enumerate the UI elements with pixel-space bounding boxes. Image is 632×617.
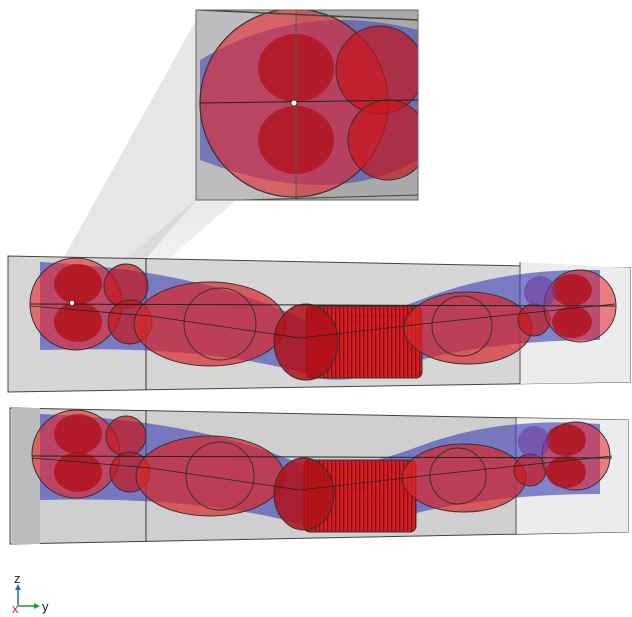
y-axis-label: y <box>42 599 49 614</box>
ellipsoid-left-top <box>133 281 287 367</box>
model-view-bottom <box>9 407 629 545</box>
model-view-top <box>7 255 631 393</box>
z-axis-label: z <box>14 571 21 586</box>
zoom-inset-frame <box>195 9 419 201</box>
axis-triad: z y x <box>12 571 49 616</box>
ellipsoid-right-top <box>403 291 533 365</box>
zoom-inset <box>196 10 418 200</box>
x-axis-label: x <box>12 601 19 616</box>
